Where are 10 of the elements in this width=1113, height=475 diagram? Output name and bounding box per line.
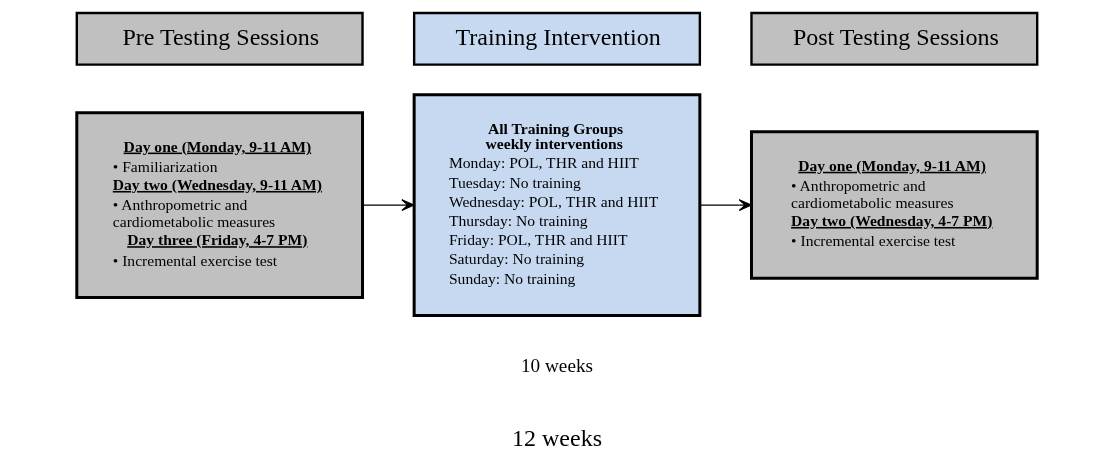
node-box: All Training Groups weekly interventions Monday: POL, THR and HIIT Tuesday: No training Wednesday: POL, THR and HIIT Thursday: No training Friday: POL, THR and HIIT Saturday: No training Sunday: No training	[412, 93, 701, 318]
label: 12 weeks	[511, 425, 602, 452]
node-box: Day one (Monday, 9-11 AM) • Anthropometric and cardiometabolic measures Day two (Wednesday, 4-7 PM) • Incremental exercise test	[749, 130, 1039, 280]
node-box: Training Intervention	[412, 11, 701, 66]
node-box: Post Testing Sessions	[749, 11, 1038, 66]
node-box: Pre Testing Sessions	[75, 11, 364, 66]
node-box: Day one (Monday, 9-11 AM) • Familiarization Day two (Wednesday, 9-11 AM) • Anthropometric and cardiometabolic measures Day three (Friday, 4-7 PM) • Incremental exercise test	[74, 111, 364, 299]
label: 10 weeks	[520, 354, 593, 376]
arrow	[361, 199, 414, 212]
arrow	[698, 199, 752, 212]
